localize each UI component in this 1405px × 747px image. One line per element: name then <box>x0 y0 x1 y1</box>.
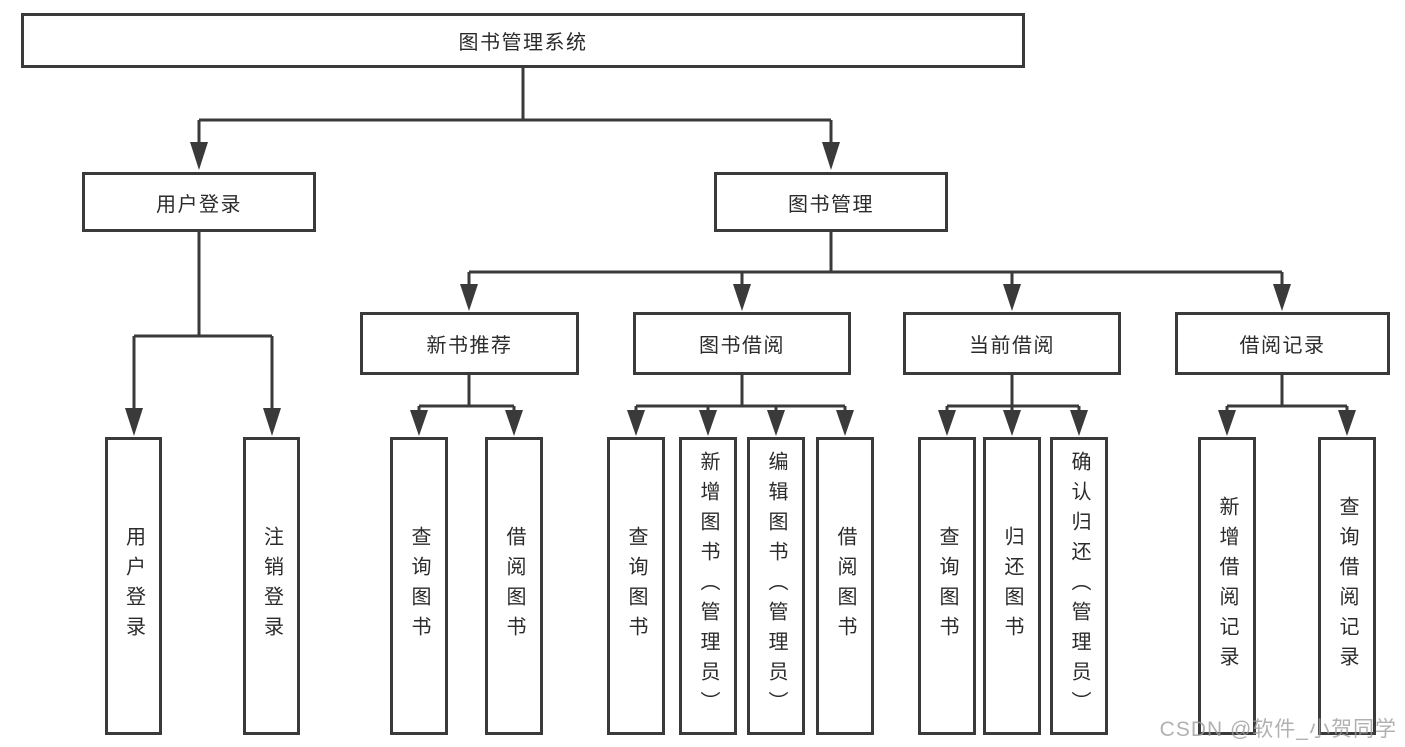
node-borrow-records: 借阅记录 <box>1175 312 1390 375</box>
leaf-user-login-label: 用户登录 <box>122 526 145 646</box>
leaf-query-borrow-record-label: 查询借阅记录 <box>1336 496 1358 676</box>
connector-borrow-records-children <box>1218 375 1356 436</box>
connector-new-book-recommend-children <box>410 375 523 436</box>
connector-book-management-children <box>460 232 1291 311</box>
leaf-return-book: 归还图书 <box>983 437 1041 735</box>
node-root: 图书管理系统 <box>21 13 1025 68</box>
node-root-label: 图书管理系统 <box>458 32 588 54</box>
connector-book-borrow-children <box>627 375 854 436</box>
node-new-book-recommend: 新书推荐 <box>360 312 579 375</box>
node-new-book-recommend-label: 新书推荐 <box>426 335 513 357</box>
leaf-add-borrow-record-label: 新增借阅记录 <box>1216 496 1238 676</box>
leaf-logout-label: 注销登录 <box>260 526 283 646</box>
node-user-login: 用户登录 <box>82 172 316 232</box>
leaf-edit-book-admin: 编辑图书（管理员） <box>747 437 805 735</box>
leaf-confirm-return-admin: 确认归还（管理员） <box>1050 437 1108 735</box>
leaf-return-book-label: 归还图书 <box>1001 526 1023 646</box>
connector-current-borrow-children <box>938 375 1088 436</box>
leaf-add-book-admin-label: 新增图书（管理员） <box>697 451 719 721</box>
watermark-text: CSDN @软件_小贺同学 <box>1159 718 1397 741</box>
leaf-query-books-borrow: 查询图书 <box>607 437 665 735</box>
leaf-query-books-borrow-label: 查询图书 <box>625 526 647 646</box>
node-book-borrow-label: 图书借阅 <box>699 335 785 357</box>
node-book-management-label: 图书管理 <box>788 193 874 216</box>
leaf-user-login: 用户登录 <box>105 437 162 735</box>
leaf-confirm-return-admin-label: 确认归还（管理员） <box>1068 451 1090 721</box>
leaf-borrow-books-label: 借阅图书 <box>834 526 856 646</box>
connector-user-login-children <box>125 232 281 436</box>
leaf-query-books-current: 查询图书 <box>918 437 976 735</box>
node-current-borrow-label: 当前借阅 <box>969 335 1055 357</box>
node-current-borrow: 当前借阅 <box>903 312 1121 375</box>
leaf-query-books-recommend: 查询图书 <box>390 437 448 735</box>
leaf-add-borrow-record: 新增借阅记录 <box>1198 437 1256 735</box>
node-borrow-records-label: 借阅记录 <box>1239 335 1326 357</box>
leaf-borrow-books-recommend-label: 借阅图书 <box>503 526 525 646</box>
node-book-borrow: 图书借阅 <box>633 312 851 375</box>
connector-root-to-level2 <box>190 68 840 170</box>
leaf-borrow-books-recommend: 借阅图书 <box>485 437 543 735</box>
leaf-query-borrow-record: 查询借阅记录 <box>1318 437 1376 735</box>
leaf-query-books-recommend-label: 查询图书 <box>408 526 430 646</box>
leaf-query-books-current-label: 查询图书 <box>936 526 958 646</box>
leaf-edit-book-admin-label: 编辑图书（管理员） <box>765 451 787 721</box>
node-book-management: 图书管理 <box>714 172 948 232</box>
node-user-login-label: 用户登录 <box>156 193 242 216</box>
leaf-add-book-admin: 新增图书（管理员） <box>679 437 737 735</box>
leaf-logout: 注销登录 <box>243 437 300 735</box>
leaf-borrow-books: 借阅图书 <box>816 437 874 735</box>
